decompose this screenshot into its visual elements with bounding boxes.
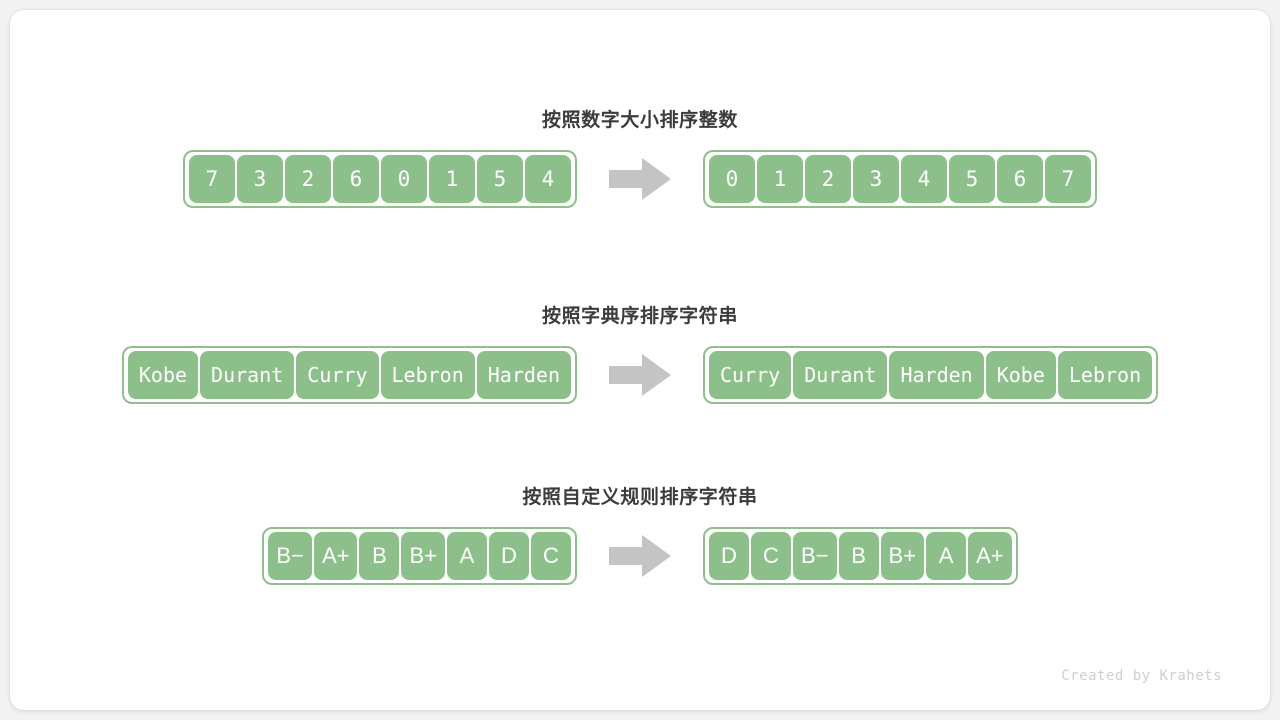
array-cell: B−: [793, 532, 837, 580]
array-cell: 0: [709, 155, 755, 203]
credit-text: Created by Krahets: [1061, 668, 1222, 684]
array-cell: 0: [381, 155, 427, 203]
array-cell: Durant: [793, 351, 888, 399]
array-cell: 2: [805, 155, 851, 203]
array-cell: Curry: [709, 351, 792, 399]
array-cell: 5: [949, 155, 995, 203]
array-cell: 6: [333, 155, 379, 203]
array-cell: 1: [757, 155, 803, 203]
array-cell: Harden: [889, 351, 984, 399]
section-title: 按照字典序排序字符串: [541, 306, 738, 327]
array-cell: Lebron: [380, 351, 475, 399]
array-cell: C: [751, 532, 791, 580]
array-cell: 5: [477, 155, 523, 203]
right-arrow-icon: [609, 535, 671, 577]
array-cell: C: [531, 532, 571, 580]
array-cell: B: [359, 532, 400, 580]
array-cell: Lebron: [1057, 351, 1153, 399]
array-cell: B+: [401, 532, 445, 580]
array-cell: D: [489, 532, 529, 580]
array-cell: 7: [1045, 155, 1091, 203]
array-cell: Kobe: [985, 351, 1056, 399]
section-title: 按照自定义规则排序字符串: [522, 487, 758, 508]
array-cell: 3: [853, 155, 899, 203]
right-arrow-icon: [609, 158, 671, 200]
array-cell: Durant: [200, 351, 295, 399]
array-cell: A: [447, 532, 487, 580]
array-cell: 4: [901, 155, 947, 203]
array-cell: Harden: [476, 351, 571, 399]
array-cell: 2: [285, 155, 331, 203]
array-cell: A+: [968, 532, 1012, 580]
array-cell: D: [709, 532, 749, 580]
array-cell: B+: [880, 532, 925, 580]
array-cell: Kobe: [127, 351, 199, 399]
array-cell: Curry: [296, 351, 379, 399]
array-cell: 1: [429, 155, 475, 203]
array-cell: B: [838, 532, 879, 580]
array-cell: A+: [313, 532, 358, 580]
section-title: 按照数字大小排序整数: [541, 110, 738, 131]
right-arrow-icon: [609, 354, 671, 396]
array-cell: 6: [997, 155, 1043, 203]
array-cell: 7: [189, 155, 235, 203]
array-cell: A: [926, 532, 967, 580]
array-cell: 3: [237, 155, 283, 203]
array-cell: 4: [525, 155, 571, 203]
array-cell: B−: [268, 532, 312, 580]
